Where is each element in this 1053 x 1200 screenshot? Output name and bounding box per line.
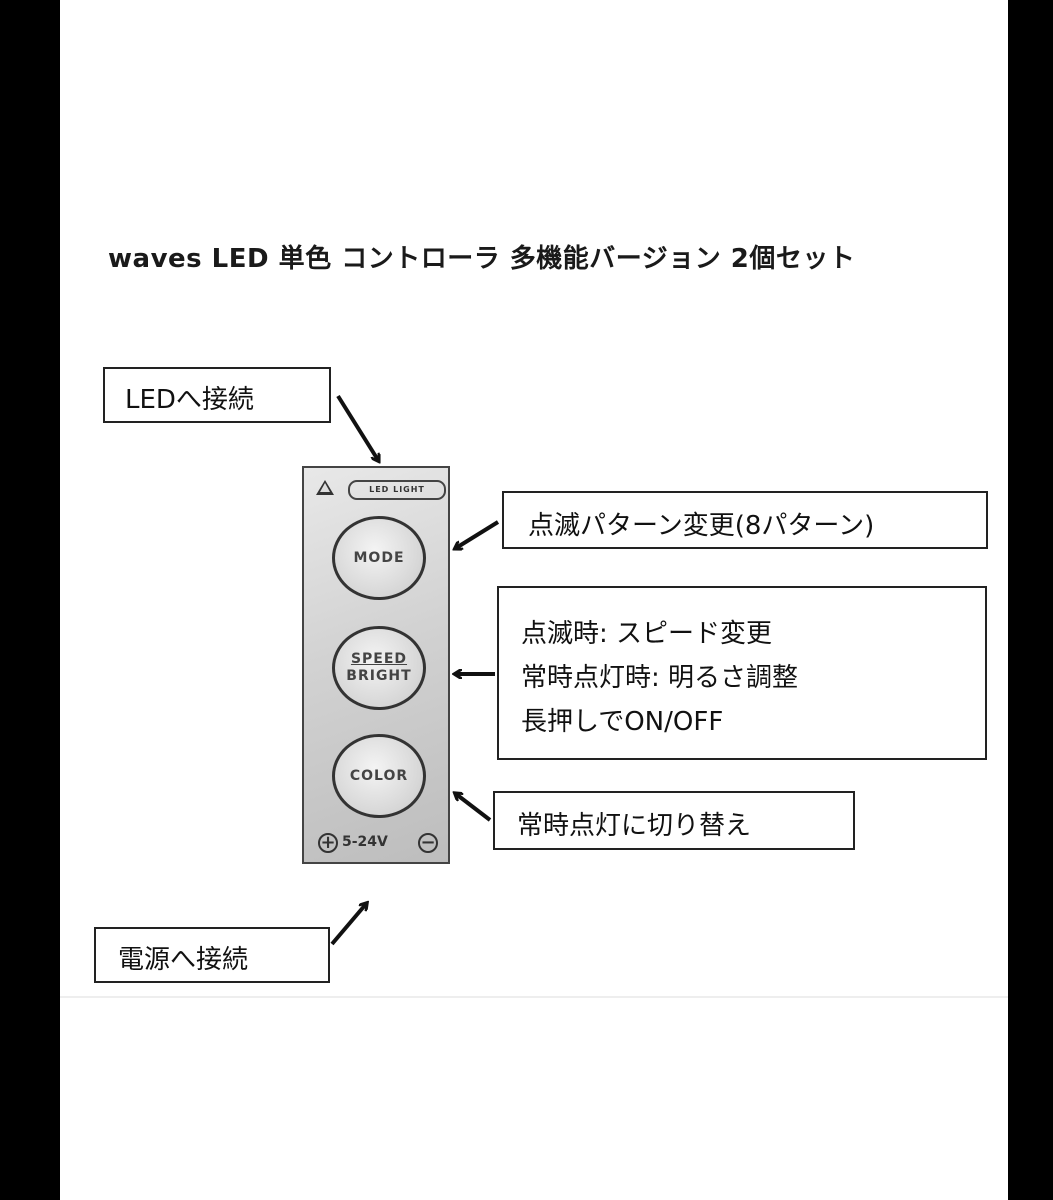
led-connect-text: LEDへ接続 [125,385,254,415]
minus-icon: − [418,833,438,853]
led-light-logo: LED LIGHT [348,480,446,500]
diagram-title: waves LED 単色 コントローラ 多機能バージョン 2個セット [108,244,856,274]
bright-button-label: BRIGHT [346,668,412,684]
mode-button[interactable]: MODE [332,516,426,600]
speed-description-label: 点滅時: スピード変更 常時点灯時: 明るさ調整 長押しでON/OFF [497,586,987,760]
led-connect-label: LEDへ接続 [103,367,331,423]
divider [60,996,1008,998]
mode-button-label: MODE [353,549,405,566]
power-connect-label: 電源へ接続 [94,927,330,983]
color-button[interactable]: COLOR [332,734,426,818]
color-button-label: COLOR [349,767,409,784]
warning-triangle-icon [316,480,334,495]
mode-description-label: 点滅パターン変更(8パターン) [502,491,988,549]
plus-icon: + [318,833,338,853]
voltage-label: 5-24V [342,834,388,850]
speed-description-line-3: 長押しでON/OFF [521,707,724,737]
speed-bright-button[interactable]: SPEED BRIGHT [332,626,426,710]
color-description-text: 常時点灯に切り替え [517,811,752,841]
mode-description-text: 点滅パターン変更(8パターン) [528,511,875,541]
speed-description-line-2: 常時点灯時: 明るさ調整 [521,663,799,693]
power-connect-text: 電源へ接続 [118,945,249,975]
speed-button-label: SPEED [350,651,408,667]
speed-description-line-1: 点滅時: スピード変更 [521,619,773,649]
color-description-label: 常時点灯に切り替え [493,791,855,850]
led-controller-device: LED LIGHT MODE SPEED BRIGHT COLOR + 5-24… [302,466,450,864]
